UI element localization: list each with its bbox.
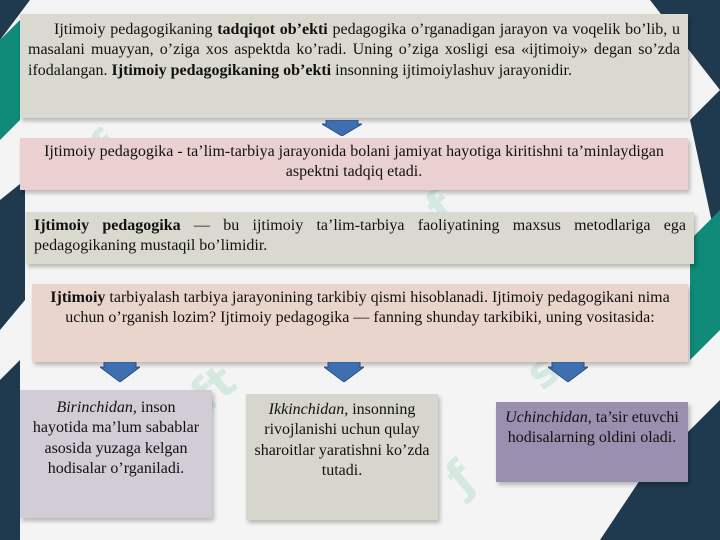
box1-text-1: Ijtimoiy pedagogikaning — [54, 21, 218, 38]
box1-bold-2: Ijtimoiy pedagogikaning ob’ekti — [111, 61, 332, 79]
box5-text: , inson hayotida ma’lum sabablar asosida… — [32, 399, 200, 478]
box1-bold-1: tadqiqot ob’ekti — [217, 21, 328, 38]
box1-text-2: pedagogika o’rganadigan jarayon va voqel… — [28, 21, 681, 79]
box5-italic: Birinchidan — [56, 399, 133, 416]
box2-text: Ijtimoiy pedagogika - ta’lim-tarbiya jar… — [44, 143, 664, 181]
definition-box-section: Ijtimoiy pedagogika — bu ijtimoiy ta’lim… — [26, 212, 694, 264]
box3-bold: Ijtimoiy pedagogika — [34, 217, 181, 234]
point-box-second: Ikkinchidan, insonning rivojlanishi uchu… — [246, 394, 438, 520]
box6-italic: Ikkinchidan — [268, 401, 345, 418]
box4-text: tarbiyalash tarbiya jarayonining tarkibi… — [65, 289, 670, 327]
point-box-third: Uchinchidan, ta’sir etuvchi hodisalarnin… — [496, 402, 688, 482]
definition-box-upbringing: Ijtimoiy tarbiyalash tarbiya jarayoninin… — [32, 284, 688, 362]
point-box-first: Birinchidan, inson hayotida ma’lum sabab… — [20, 390, 212, 518]
box1-text-3: insonning ijtimoiylashuv jarayonidir. — [331, 61, 572, 79]
arrow-down-icon — [324, 362, 364, 382]
box3-text: — bu ijtimoiy ta’lim-tarbiya faoliyatini… — [34, 217, 686, 255]
box7-italic: Uchinchidan — [505, 409, 588, 426]
box4-bold: Ijtimoiy — [50, 289, 106, 306]
watermark: ƒ — [434, 449, 486, 505]
arrow-down-icon — [322, 120, 362, 136]
arrow-down-icon — [100, 362, 140, 382]
box6-text: , insonning rivojlanishi uchun qulay sha… — [254, 401, 430, 480]
definition-box-object: Ijtimoiy pedagogikaning tadqiqot ob’ekti… — [20, 14, 688, 118]
arrow-down-icon — [548, 362, 588, 382]
box7-text: , ta’sir etuvchi hodisalarning oldini ol… — [507, 409, 679, 447]
definition-box-aspect: Ijtimoiy pedagogika - ta’lim-tarbiya jar… — [20, 138, 688, 190]
